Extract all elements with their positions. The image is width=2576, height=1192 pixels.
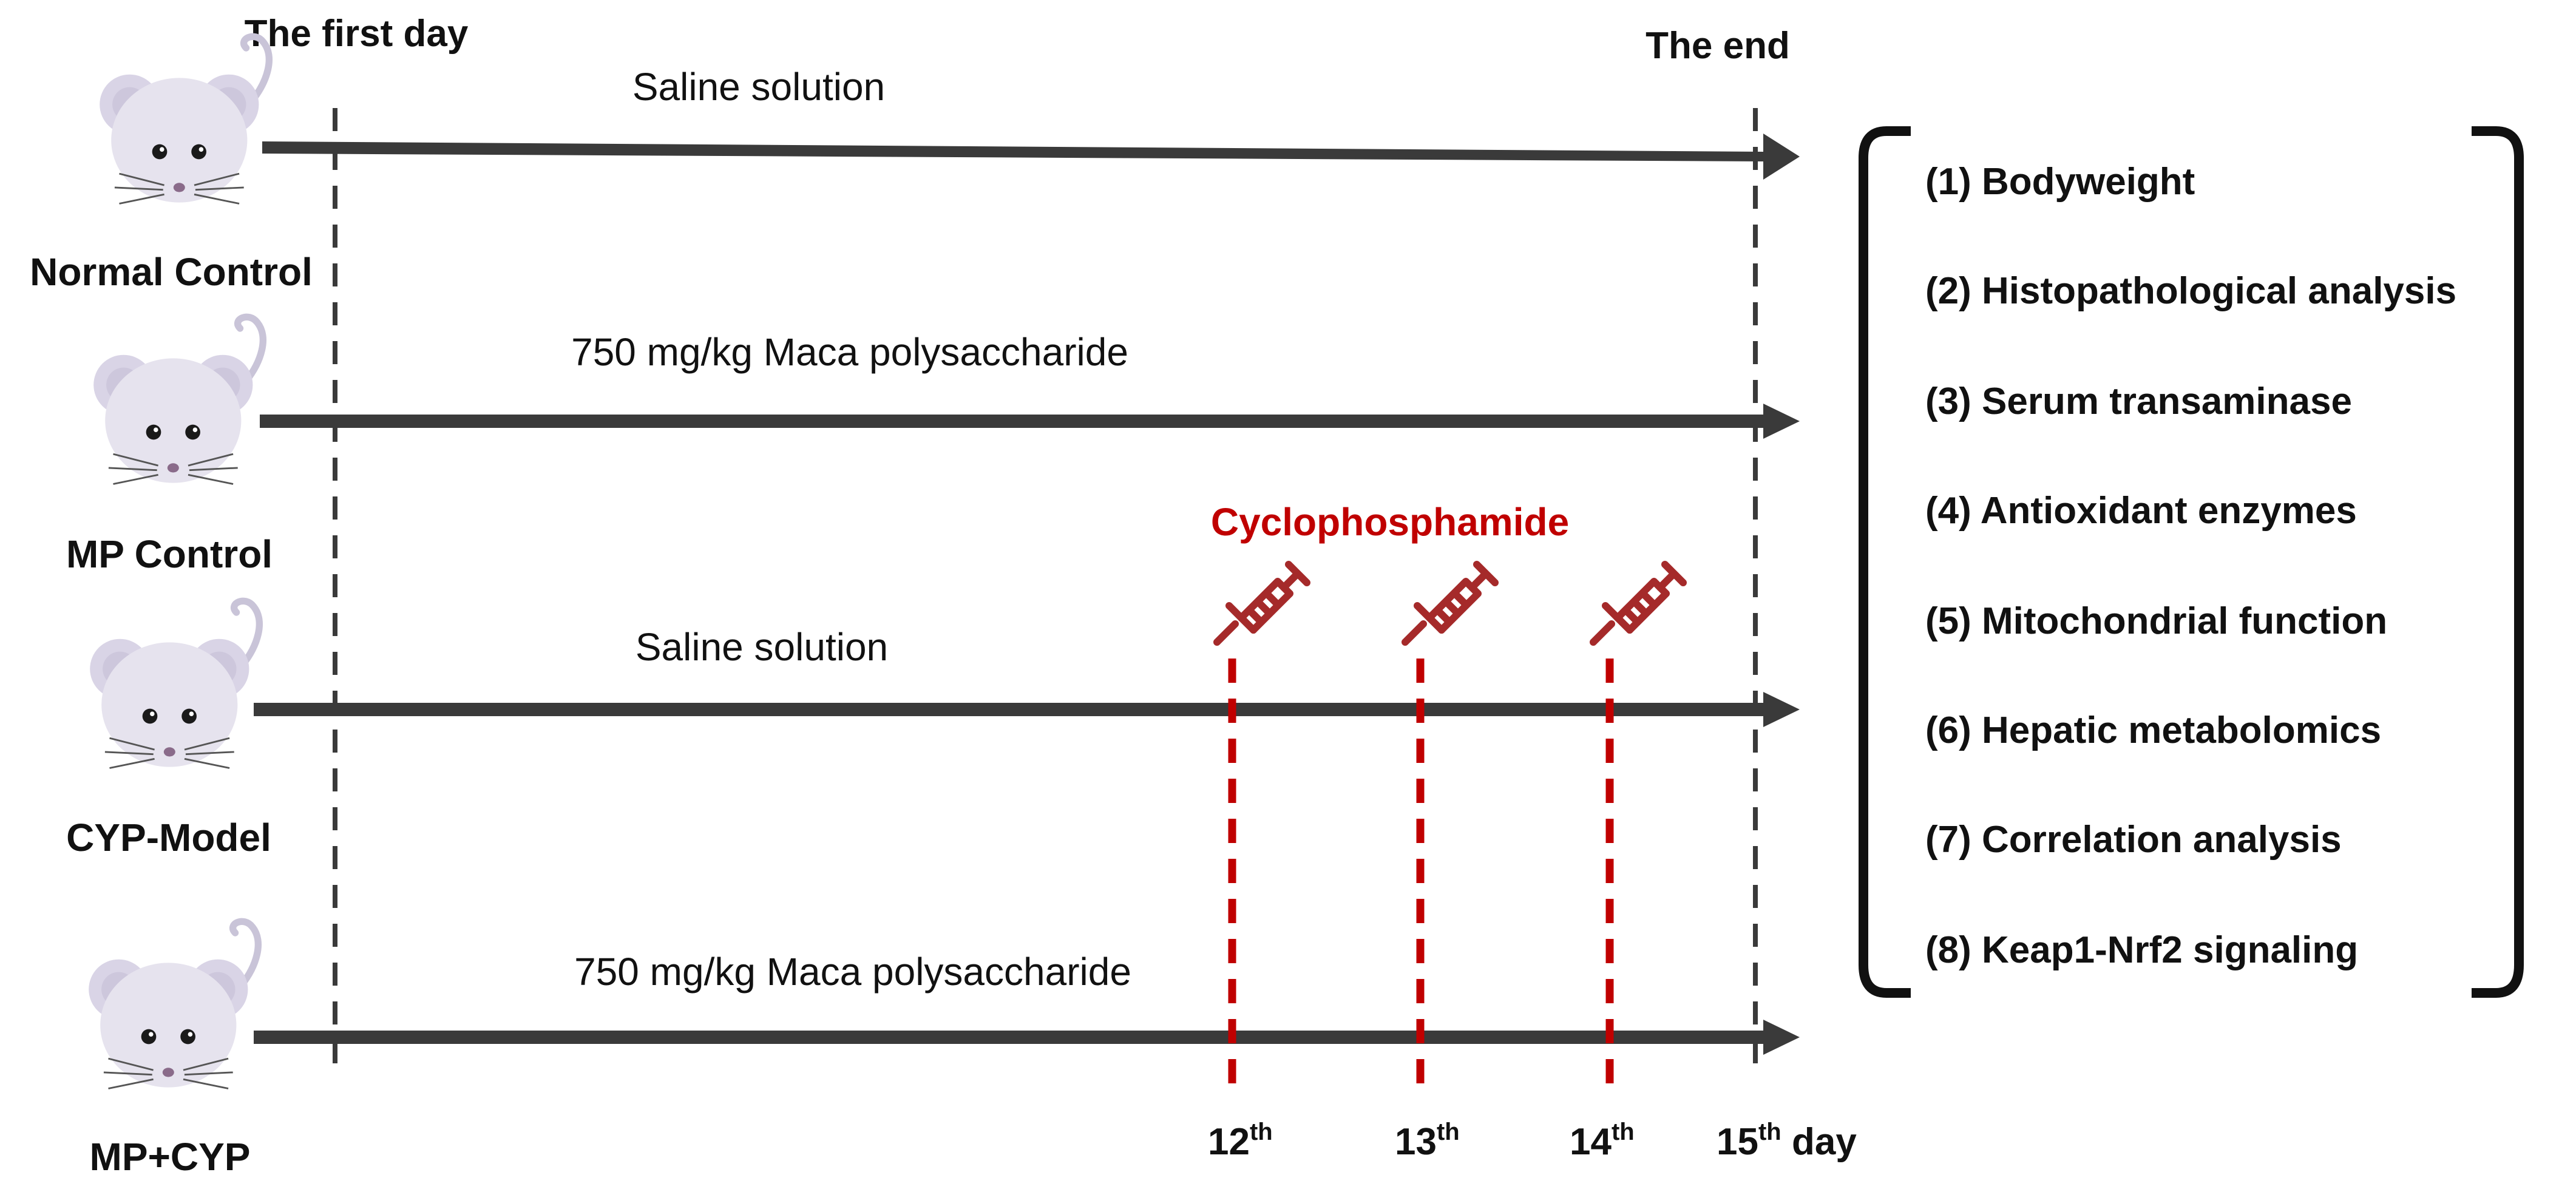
group-row-mp-control: MP Control 750 mg/kg Maca polysaccharide [66,317,1800,576]
mouse-icon [93,317,263,484]
group-label: MP Control [66,532,273,576]
group-label: Normal Control [30,250,313,294]
timeline-arrowhead [1763,404,1800,439]
timeline-arrow [254,703,1764,716]
group-row-cyp-model: CYP-Model Saline solution [66,601,1800,859]
injection-block: Cyclophosphamide [1211,500,1683,1083]
analysis-item: (7) Correlation analysis [1925,819,2342,861]
group-label: CYP-Model [66,816,271,859]
cyclophosphamide-label: Cyclophosphamide [1211,500,1569,544]
day-label-14: 14th [1570,1119,1635,1163]
treatment-label: 750 mg/kg Maca polysaccharide [571,330,1128,374]
end-label: The end [1646,25,1790,67]
group-label: MP+CYP [90,1135,251,1179]
analysis-item: (6) Hepatic metabolomics [1925,709,2381,751]
timeline-arrowhead [1763,692,1800,727]
group-row-mp-cyp: MP+CYP 750 mg/kg Maca polysaccharide [89,921,1800,1179]
analysis-item: (5) Mitochondrial function [1925,600,2387,642]
analysis-item: (4) Antioxidant enzymes [1925,490,2357,532]
analysis-item: (2) Histopathological analysis [1925,270,2456,312]
day-label-12: 12th [1208,1119,1273,1163]
left-bracket [1859,126,1911,998]
first-day-label: The first day [245,13,469,55]
analysis-item: (3) Serum transaminase [1925,381,2352,422]
mouse-icon [100,36,269,203]
timeline-arrow [254,1031,1764,1044]
analysis-item: (8) Keap1-Nrf2 signaling [1925,929,2358,971]
timeline-arrow [262,134,1800,180]
analyses-bracket: (1) Bodyweight (2) Histopathological ana… [1859,126,2524,998]
treatment-label: 750 mg/kg Maca polysaccharide [574,950,1131,994]
mouse-icon [89,921,258,1088]
timeline-arrow [260,415,1764,428]
syringe-icon [1217,564,1307,642]
syringe-icon [1405,564,1495,642]
mouse-icon [90,601,259,768]
analysis-item: (1) Bodyweight [1925,161,2195,203]
day-labels: 12th 13th 14th 15th day [1208,1119,1857,1163]
analyses-list: (1) Bodyweight (2) Histopathological ana… [1925,161,2456,971]
day-label-15: 15th day [1717,1119,1857,1163]
group-row-normal-control: Normal Control Saline solution [30,36,1800,294]
treatment-label: Saline solution [632,65,885,109]
treatment-label: Saline solution [636,625,888,669]
timeline-arrowhead [1763,1020,1800,1055]
right-bracket [2472,126,2524,998]
syringe-icon [1593,564,1683,642]
day-label-13: 13th [1395,1119,1460,1163]
